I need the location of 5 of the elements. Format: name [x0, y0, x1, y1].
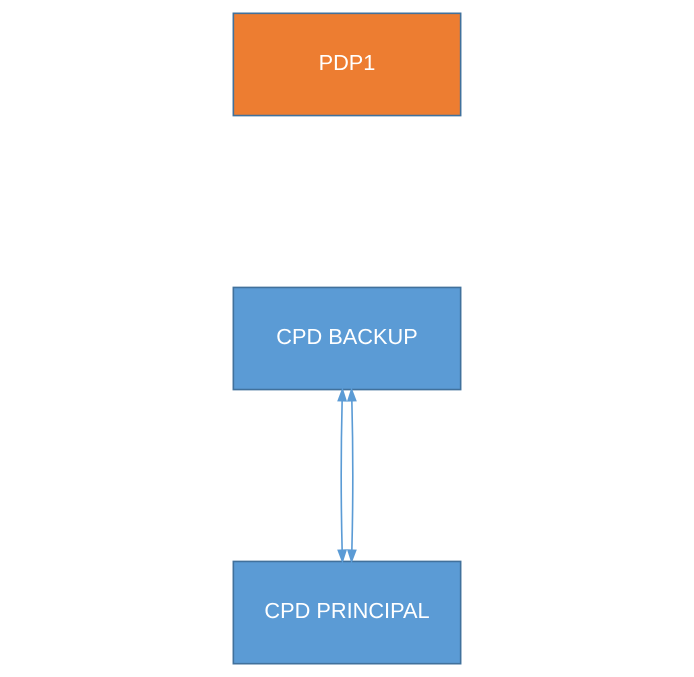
node-box: PDP1 — [232, 12, 462, 116]
node-box: CPD PRINCIPAL — [232, 560, 462, 664]
node-box: CPD BACKUP — [232, 286, 462, 390]
arrow — [337, 387, 348, 564]
arrow — [346, 387, 357, 564]
